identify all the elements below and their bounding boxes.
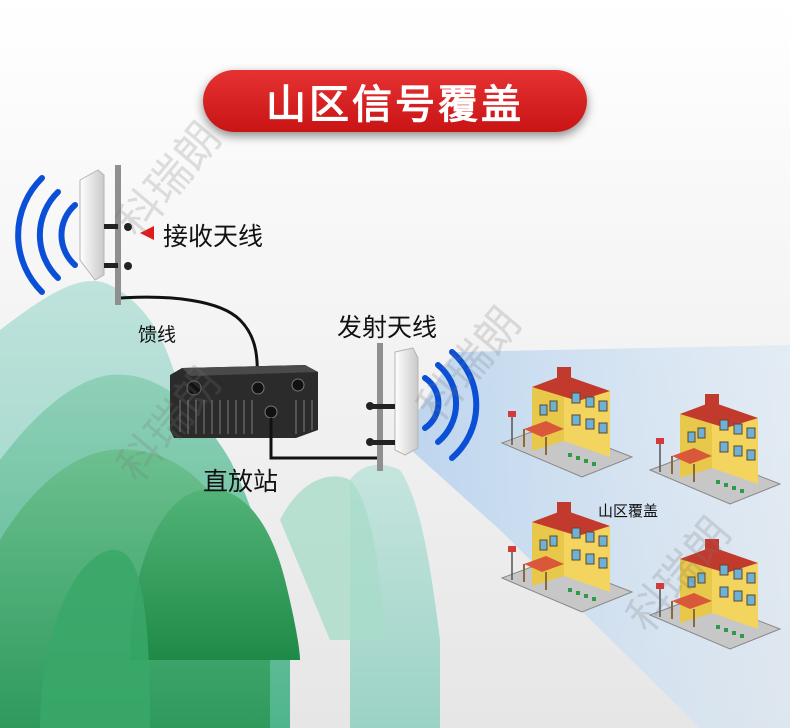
jumper-cable	[269, 418, 378, 460]
house-2	[648, 394, 782, 505]
feeder-cable	[120, 295, 259, 389]
repeater-label: 直放站	[203, 467, 279, 496]
mountains	[0, 281, 440, 728]
receive-antenna	[79, 165, 132, 305]
transmit-signal-waves	[422, 349, 480, 461]
repeater-unit	[170, 365, 318, 438]
house-4	[648, 539, 782, 650]
pointer-triangle-icon	[140, 226, 154, 240]
feeder-label: 馈线	[138, 324, 177, 346]
receive-antenna-label: 接收天线	[163, 222, 264, 251]
transmit-antenna-label: 发射天线	[337, 313, 438, 342]
page-title: 山区信号覆盖	[266, 82, 524, 128]
transmit-antenna	[366, 343, 419, 471]
house-1	[500, 367, 634, 478]
coverage-area-label: 山区覆盖	[598, 502, 659, 520]
house-3	[500, 502, 634, 613]
title-banner: 山区信号覆盖	[203, 70, 587, 132]
receive-signal-waves	[15, 175, 78, 295]
